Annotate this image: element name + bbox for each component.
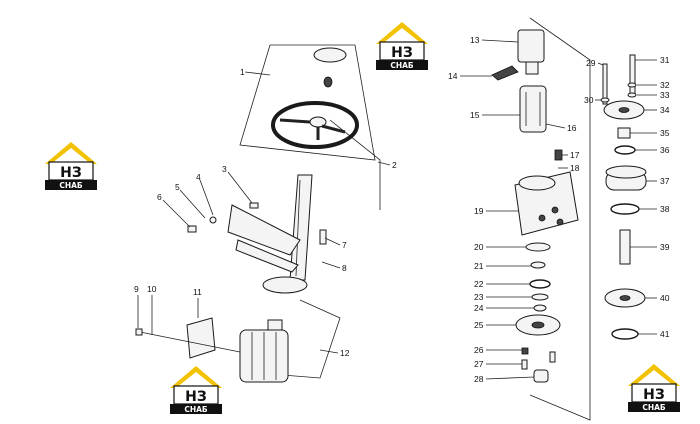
callout-6: 6	[157, 192, 162, 202]
logo-letters: НЗ	[643, 387, 665, 403]
logo-caption: СНАБ	[642, 403, 666, 412]
watermark-logo-left: НЗ СНАБ	[44, 141, 98, 191]
logo-caption: СНАБ	[184, 405, 208, 414]
callout-23: 23	[474, 292, 484, 302]
exploded-stack	[600, 54, 647, 340]
steering-unit-assembly	[491, 17, 591, 421]
callout-19: 19	[474, 206, 484, 216]
callout-12: 12	[340, 348, 350, 358]
callout-32: 32	[660, 80, 670, 90]
callout-22: 22	[474, 279, 484, 289]
callout-33: 33	[660, 90, 670, 100]
left-callouts: 1 2 3 4 5 6 7 8 9 10 11 12	[134, 67, 397, 358]
callout-4: 4	[196, 172, 201, 182]
callout-36: 36	[660, 145, 670, 155]
callout-26: 26	[474, 345, 484, 355]
right-leader-lines	[595, 59, 657, 335]
callout-29: 29	[586, 58, 596, 68]
callout-24: 24	[474, 303, 484, 313]
logo-letters: НЗ	[391, 45, 413, 61]
watermark-logo-top: НЗ СНАБ	[375, 21, 429, 71]
left-leader-lines	[137, 71, 391, 354]
callout-34: 34	[660, 105, 670, 115]
callout-15: 15	[470, 110, 480, 120]
callout-8: 8	[342, 263, 347, 273]
logo-caption: СНАБ	[390, 61, 414, 70]
callout-5: 5	[175, 182, 180, 192]
callout-30: 30	[584, 95, 594, 105]
watermark-logo-bottom: НЗ СНАБ	[169, 365, 223, 415]
callout-27: 27	[474, 359, 484, 369]
callout-40: 40	[660, 293, 670, 303]
logo-letters: НЗ	[60, 165, 82, 181]
right-callouts: 29 30 31 32 33 34 35 36 37 38 39 40 41	[584, 55, 670, 339]
middle-callouts: 13 14 15 16 17 18 19 20 21 22 23 24 25 2…	[448, 35, 580, 384]
callout-41: 41	[660, 329, 670, 339]
callout-31: 31	[660, 55, 670, 65]
callout-37: 37	[660, 176, 670, 186]
middle-leader-lines	[460, 39, 568, 380]
callout-2: 2	[392, 160, 397, 170]
logo-letters: НЗ	[185, 389, 207, 405]
callout-3: 3	[222, 164, 227, 174]
callout-1: 1	[240, 67, 245, 77]
callout-17: 17	[570, 150, 580, 160]
callout-7: 7	[342, 240, 347, 250]
callout-11: 11	[193, 287, 202, 297]
steering-column-assembly	[135, 44, 381, 383]
callout-9: 9	[134, 284, 139, 294]
watermark-logo-right: НЗ СНАБ	[627, 363, 681, 413]
callout-35: 35	[660, 128, 670, 138]
callout-18: 18	[570, 163, 580, 173]
callout-20: 20	[474, 242, 484, 252]
callout-39: 39	[660, 242, 670, 252]
callout-13: 13	[470, 35, 480, 45]
callout-38: 38	[660, 204, 670, 214]
callout-25: 25	[474, 320, 484, 330]
callout-16: 16	[567, 123, 577, 133]
callout-10: 10	[147, 284, 157, 294]
callout-14: 14	[448, 71, 458, 81]
callout-28: 28	[474, 374, 484, 384]
callout-21: 21	[474, 261, 484, 271]
logo-caption: СНАБ	[59, 181, 83, 190]
